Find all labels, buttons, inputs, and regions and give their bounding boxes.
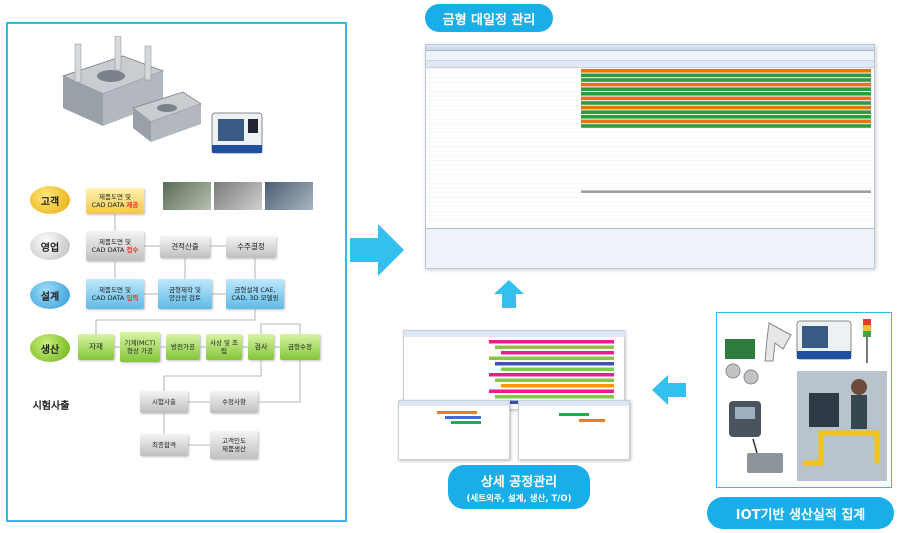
flow-order: 수주결정 xyxy=(226,236,276,258)
process-bar xyxy=(489,356,614,360)
gantt-bar xyxy=(581,101,871,105)
process-bar xyxy=(495,395,614,399)
gantt-bar xyxy=(581,73,871,78)
gantt-bar xyxy=(581,115,871,119)
detailed-process-screens xyxy=(398,330,630,460)
process-bar xyxy=(495,362,614,366)
role-customer: 고객 xyxy=(30,186,70,214)
flow-trial-shot: 시험사출 xyxy=(140,391,188,413)
process-bar xyxy=(495,378,614,382)
gantt-bar xyxy=(581,110,871,114)
photo-strip xyxy=(163,182,313,210)
gantt-bar xyxy=(581,92,871,96)
title-iot: IOT기반 생산실적 집계 xyxy=(707,497,894,529)
flow-design-input: 제품도면 및 CAD DATA 입력 xyxy=(86,279,144,309)
flow-final-pass: 최종합격 xyxy=(140,434,188,456)
flow-material: 자재 xyxy=(78,334,114,360)
flow-mold-review: 금형제작 및 양산성 검토 xyxy=(158,279,212,309)
iot-equipment-image xyxy=(717,313,891,487)
process-bar xyxy=(489,340,614,344)
process-bar xyxy=(501,384,614,388)
role-trial: 시험사출 xyxy=(32,400,70,412)
flow-customer-provide: 제품도면 및 CAD DATA 제공 xyxy=(86,188,144,214)
role-production: 생산 xyxy=(30,334,70,362)
process-bar xyxy=(501,351,614,355)
gantt-chart xyxy=(426,68,874,228)
role-sales: 영업 xyxy=(30,232,70,260)
title-mold-management: 금형 대일정 관리 xyxy=(425,4,553,32)
flow-edm: 방전가공 xyxy=(166,334,200,360)
schedule-screen xyxy=(425,44,875,269)
flow-estimate: 견적산출 xyxy=(160,236,210,258)
gantt-bar xyxy=(581,69,871,73)
gantt-bar xyxy=(581,78,871,82)
gantt-bar xyxy=(581,96,871,101)
flow-customer-approval: 고객인도 제품생산 xyxy=(210,431,258,459)
arrow-right-icon xyxy=(350,224,404,276)
arrow-left-icon xyxy=(652,375,686,405)
title-detailed-process: 상세 공정관리 (세트외주, 설계, 생산, T/O) xyxy=(448,465,590,509)
process-flow-panel: 고객 영업 설계 생산 시험사출 제품도면 및 CAD DATA 제공 제품도면… xyxy=(6,22,347,522)
flow-mold-design: 금형설계 CAE, CAD, 3D 모델링 xyxy=(226,279,284,309)
process-bar xyxy=(489,389,614,393)
process-bar xyxy=(501,367,614,371)
flow-mold-repair: 금형수정 xyxy=(280,334,320,360)
gantt-bar xyxy=(581,82,871,87)
gantt-bar xyxy=(581,190,871,193)
iot-image-panel xyxy=(716,312,892,488)
flow-correction: 수정사항 xyxy=(210,391,258,413)
gantt-bar xyxy=(581,87,871,91)
process-bar xyxy=(489,373,614,377)
process-gantt xyxy=(404,331,626,404)
arrow-up-icon xyxy=(494,280,524,308)
flow-inspection: 검사 xyxy=(248,334,274,360)
gantt-bar xyxy=(581,119,871,124)
flow-machining: 기계(MCT) 형상 가공 xyxy=(120,332,160,362)
gantt-bar xyxy=(581,124,871,128)
role-design: 설계 xyxy=(30,281,70,309)
process-bar xyxy=(495,345,614,349)
cnc-machine-image xyxy=(211,112,263,154)
flow-sales-receive: 제품도면 및 CAD DATA 접수 xyxy=(86,231,144,261)
flow-finishing: 사상 및 조립 xyxy=(206,334,242,360)
flow-connectors xyxy=(95,214,301,446)
mold-image xyxy=(61,36,203,142)
gantt-bar xyxy=(581,105,871,110)
